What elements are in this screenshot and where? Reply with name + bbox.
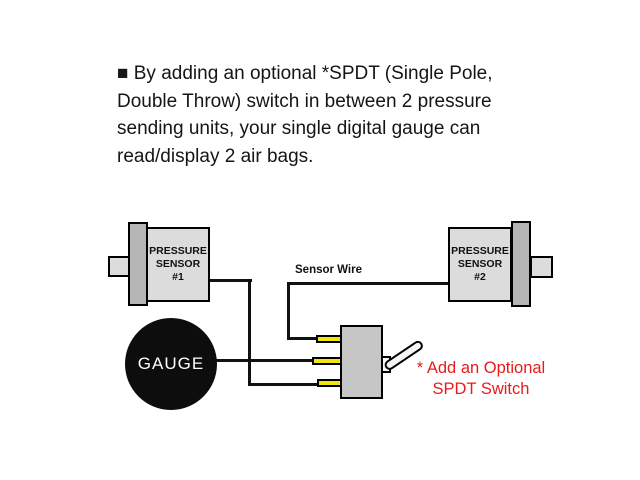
wire-sensor2-horizontal <box>287 282 448 285</box>
note-text: * Add an Optional SPDT Switch <box>399 358 563 399</box>
sensor1-label-line3: #1 <box>172 271 184 283</box>
switch-terminal-middle <box>312 357 343 365</box>
sensor1-body: PRESSURE SENSOR #1 <box>146 227 210 302</box>
intro-line-3: sending units, your single digital gauge… <box>117 118 481 139</box>
wire-sensor2-vertical <box>287 282 290 340</box>
sensor1-label-line2: SENSOR <box>155 258 201 270</box>
sensor-wire-label: Sensor Wire <box>295 264 363 276</box>
intro-line-2: Double Throw) switch in between 2 pressu… <box>117 90 492 112</box>
note-line-2: SPDT Switch <box>432 379 530 398</box>
sensor2-label-line1: PRESSURE <box>451 245 509 257</box>
sensor2-label-line3: #2 <box>474 271 486 283</box>
gauge: GAUGE <box>125 318 217 410</box>
sensor1-fitting <box>108 256 130 277</box>
wire-gauge-to-middle-terminal <box>216 359 316 362</box>
intro-text: ■ By adding an optional *SPDT (Single Po… <box>117 60 493 170</box>
wire-sensor2-to-top-terminal <box>287 337 320 340</box>
sensor1-nut <box>128 222 148 306</box>
wire-sensor1-vertical <box>248 279 251 386</box>
note-line-1: * Add an Optional <box>416 359 546 377</box>
wire-sensor1-horizontal <box>208 279 252 282</box>
gauge-label: GAUGE <box>137 354 205 373</box>
sensor2-body: PRESSURE SENSOR #2 <box>448 227 512 302</box>
intro-line-4: read/display 2 air bags. <box>117 145 314 167</box>
switch-body <box>340 325 383 399</box>
intro-line-1: ■ By adding an optional *SPDT (Single Po… <box>117 63 493 84</box>
wire-sensor1-to-bottom-terminal <box>248 383 322 386</box>
sensor2-fitting <box>530 256 553 278</box>
sensor2-label-line2: SENSOR <box>457 258 503 270</box>
sensor2-nut <box>511 221 531 307</box>
switch-terminal-top <box>316 335 343 343</box>
sensor1-label-line1: PRESSURE <box>149 245 207 257</box>
